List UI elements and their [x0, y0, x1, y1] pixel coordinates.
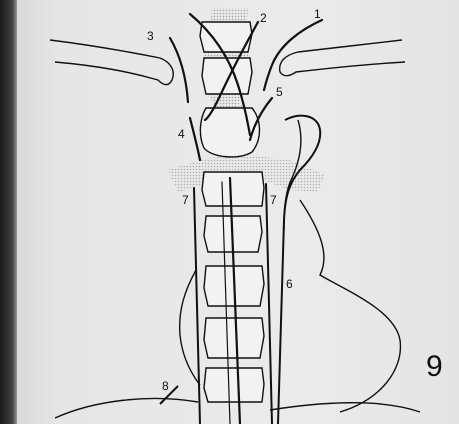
- line-1: [264, 20, 322, 90]
- right-heart-border: [300, 200, 400, 412]
- vertebra-t8: [204, 368, 264, 402]
- label-7-left: 7: [182, 193, 189, 207]
- lower-vertebrae: [202, 172, 264, 402]
- label-8: 8: [162, 379, 169, 393]
- left-clavicle: [50, 40, 173, 85]
- vertebra-t7: [204, 318, 264, 358]
- label-1: 1: [314, 7, 321, 21]
- left-hemidiaphragm: [55, 399, 198, 418]
- label-7-right: 7: [270, 193, 277, 207]
- label-2: 2: [260, 11, 267, 25]
- label-5: 5: [276, 85, 283, 99]
- label-6: 6: [286, 277, 293, 291]
- figure-number: 9: [426, 350, 443, 383]
- line-7-right: [266, 184, 272, 424]
- label-4: 4: [178, 127, 185, 141]
- line-4: [190, 118, 200, 160]
- line-7-left: [194, 188, 200, 424]
- right-clavicle: [280, 40, 405, 76]
- vertebra-t4: [202, 172, 264, 206]
- vertebra-t2: [202, 58, 252, 94]
- label-3: 3: [147, 29, 154, 43]
